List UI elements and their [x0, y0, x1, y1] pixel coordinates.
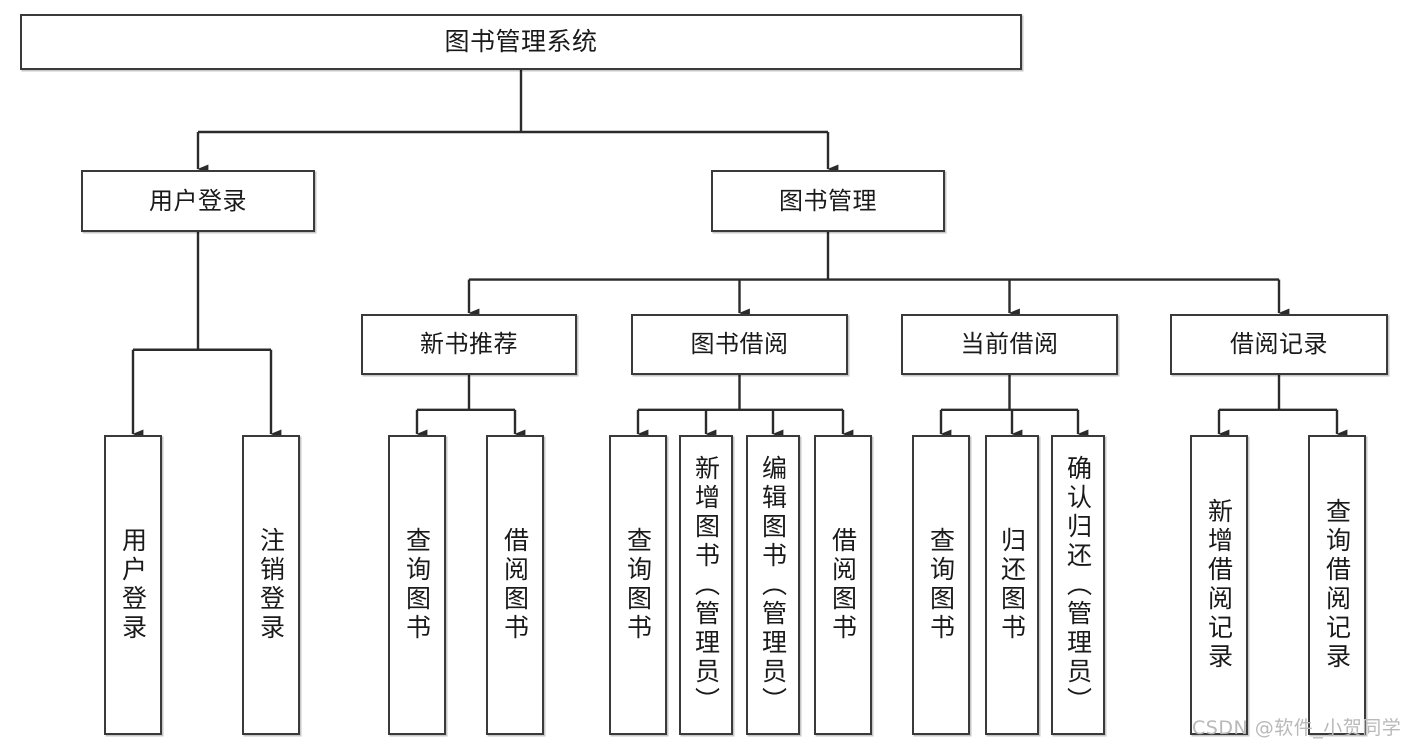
- node-leaf-query-book-3-label: 查询图书: [926, 527, 956, 643]
- node-leaf-return-book[interactable]: 归还图书: [985, 435, 1039, 735]
- node-leaf-query-book-2-label: 查询图书: [623, 527, 653, 643]
- node-leaf-confirm-return-label: 确认归还（管理员）: [1063, 454, 1093, 716]
- node-leaf-query-book-1-label: 查询图书: [402, 527, 432, 643]
- node-leaf-query-book-1[interactable]: 查询图书: [388, 435, 446, 735]
- node-book-manage[interactable]: 图书管理: [711, 170, 945, 232]
- node-borrow-record-label: 借阅记录: [1230, 330, 1328, 359]
- node-book-borrow[interactable]: 图书借阅: [631, 314, 848, 375]
- node-leaf-borrow-book-2-label: 借阅图书: [828, 527, 858, 643]
- node-leaf-logout-label: 注销登录: [256, 527, 286, 643]
- node-new-book-rec-label: 新书推荐: [420, 330, 518, 359]
- node-borrow-record[interactable]: 借阅记录: [1170, 314, 1388, 375]
- node-leaf-add-book[interactable]: 新增图书（管理员）: [679, 435, 733, 735]
- node-leaf-confirm-return[interactable]: 确认归还（管理员）: [1051, 435, 1105, 735]
- node-leaf-logout[interactable]: 注销登录: [242, 435, 300, 735]
- node-book-manage-label: 图书管理: [779, 186, 877, 215]
- node-leaf-query-record[interactable]: 查询借阅记录: [1308, 435, 1366, 735]
- node-leaf-add-record[interactable]: 新增借阅记录: [1190, 435, 1248, 735]
- node-book-borrow-label: 图书借阅: [690, 330, 789, 359]
- node-leaf-user-login[interactable]: 用户登录: [104, 435, 162, 735]
- node-user-login-label: 用户登录: [149, 186, 247, 215]
- node-leaf-query-book-3[interactable]: 查询图书: [912, 435, 970, 735]
- node-leaf-add-book-label: 新增图书（管理员）: [691, 454, 721, 716]
- node-root-label: 图书管理系统: [444, 27, 598, 57]
- node-leaf-user-login-label: 用户登录: [118, 527, 148, 643]
- node-current-borrow-label: 当前借阅: [960, 330, 1059, 359]
- node-leaf-edit-book-label: 编辑图书（管理员）: [758, 454, 788, 716]
- node-leaf-borrow-book-2[interactable]: 借阅图书: [814, 435, 872, 735]
- watermark-text: CSDN @软件_小贺同学: [1192, 717, 1402, 739]
- node-leaf-query-book-2[interactable]: 查询图书: [609, 435, 667, 735]
- node-leaf-add-record-label: 新增借阅记录: [1204, 498, 1234, 672]
- node-leaf-borrow-book-1[interactable]: 借阅图书: [486, 435, 544, 735]
- node-leaf-return-book-label: 归还图书: [997, 527, 1027, 643]
- node-user-login[interactable]: 用户登录: [81, 170, 315, 232]
- node-leaf-edit-book[interactable]: 编辑图书（管理员）: [746, 435, 800, 735]
- node-root[interactable]: 图书管理系统: [20, 14, 1022, 70]
- node-leaf-query-record-label: 查询借阅记录: [1322, 498, 1352, 672]
- node-current-borrow[interactable]: 当前借阅: [901, 314, 1118, 375]
- node-new-book-rec[interactable]: 新书推荐: [361, 314, 577, 375]
- node-leaf-borrow-book-1-label: 借阅图书: [500, 527, 530, 643]
